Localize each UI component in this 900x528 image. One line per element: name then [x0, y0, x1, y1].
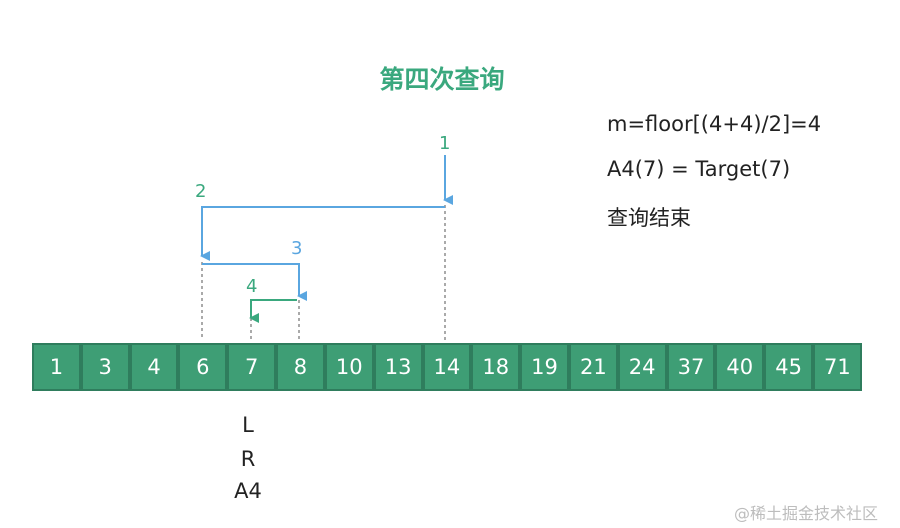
- array-cell: 40: [715, 343, 765, 391]
- mid-pointer-label: A4: [234, 479, 262, 503]
- comparison-text: A4(7) = Target(7): [607, 157, 791, 181]
- array-cell: 24: [617, 343, 667, 391]
- step-4-label: 4: [246, 276, 257, 297]
- array-cell: 8: [276, 343, 325, 391]
- step-2-label: 2: [195, 181, 206, 202]
- array-cell: 1: [32, 343, 81, 391]
- array-cell: 45: [764, 343, 813, 391]
- midpoint-formula: m=floor[(4+4)/2]=4: [607, 112, 822, 136]
- array-cell: 3: [80, 343, 130, 391]
- array-cell: 18: [471, 343, 521, 391]
- left-pointer-label: L: [242, 413, 254, 437]
- array-cell: 14: [422, 343, 472, 391]
- step-1-arrow: 1: [439, 133, 453, 205]
- array-cell: 71: [813, 343, 862, 391]
- array-cell: 13: [373, 343, 423, 391]
- slide-title: 第四次查询: [379, 65, 505, 94]
- array-cell: 37: [666, 343, 716, 391]
- step-2-arrow: 2: [195, 181, 445, 261]
- watermark: @稀土掘金技术社区: [734, 504, 879, 523]
- array-cell: 6: [178, 343, 228, 391]
- result-text: 查询结束: [607, 206, 691, 230]
- sorted-array: 1 3 4 6 7 8 10 13 14 18 19 21 24 37 40 4…: [32, 343, 862, 391]
- array-cell: 7: [227, 343, 277, 391]
- array-cell: 21: [568, 343, 618, 391]
- step-3-label: 3: [291, 238, 302, 259]
- array-cell: 4: [129, 343, 179, 391]
- step-1-label: 1: [439, 133, 450, 154]
- right-pointer-label: R: [240, 447, 256, 471]
- step-3-arrow: 3: [202, 238, 307, 301]
- array-cell: 10: [324, 343, 374, 391]
- step-4-arrow: 4: [246, 276, 297, 323]
- array-cell: 19: [520, 343, 569, 391]
